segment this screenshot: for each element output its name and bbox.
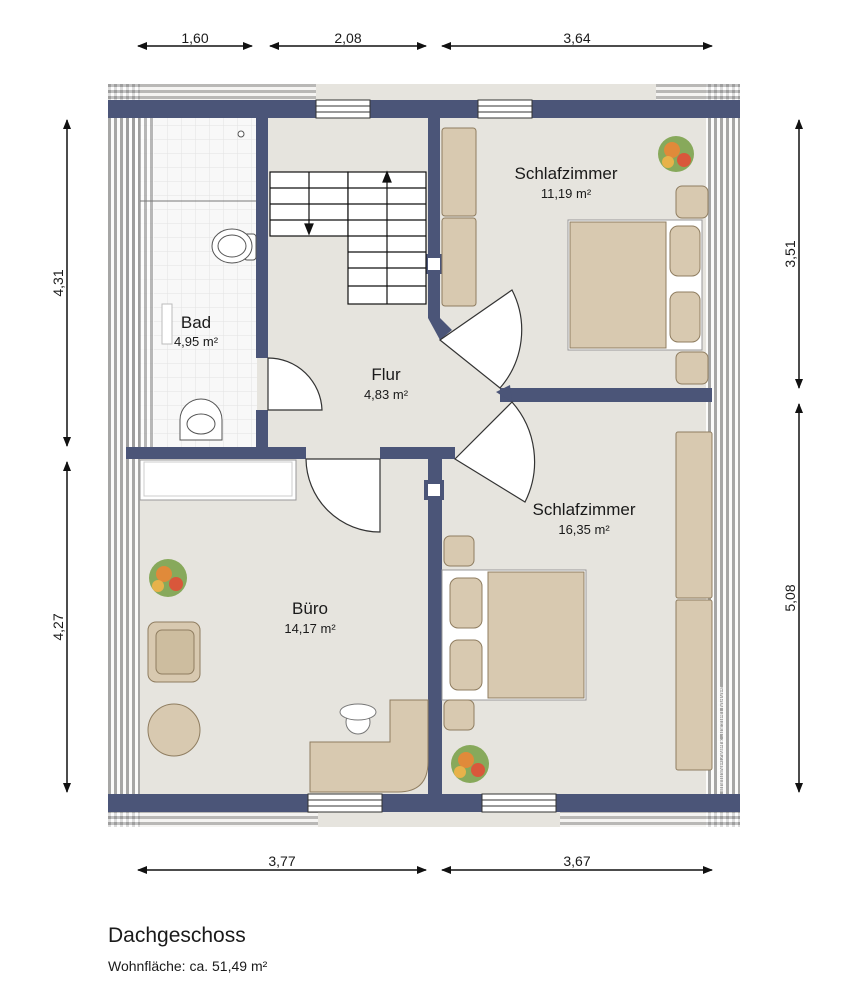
dimension-left-2: 4,27: [50, 613, 66, 640]
dimension-top-1: 1,60: [181, 30, 208, 46]
room-name: Schlafzimmer: [515, 164, 618, 183]
plant-icon: [451, 745, 489, 783]
room-area: 11,19 m²: [541, 186, 592, 201]
dimension-bottom-1: 3,77: [268, 853, 295, 869]
room-label-bad: Bad 4,95 m²: [174, 313, 219, 349]
bath-floor: [140, 118, 257, 447]
room-label-schlafzimmer-1: Schlafzimmer 11,19 m²: [515, 164, 618, 201]
room-name: Schlafzimmer: [533, 500, 636, 519]
dimension-lines: [63, 42, 803, 874]
room-area: 14,17 m²: [284, 621, 336, 636]
watermark: ImmoNetzwerk Jochen Mayer: [717, 686, 726, 792]
room-name: Bad: [181, 313, 211, 332]
living-area-text: Wohnfläche: ca. 51,49 m²: [108, 958, 268, 974]
schlafzimmer-1-furniture: [441, 127, 709, 385]
dimension-right-2: 5,08: [782, 584, 798, 611]
buero-furniture: [139, 459, 429, 793]
room-area: 16,35 m²: [558, 522, 610, 537]
plant-icon: [149, 559, 187, 597]
plant-icon: [658, 136, 694, 172]
windows: [307, 99, 557, 813]
room-label-schlafzimmer-2: Schlafzimmer 16,35 m²: [533, 500, 636, 537]
dimension-left-1: 4,31: [50, 269, 66, 296]
room-area: 4,95 m²: [174, 334, 219, 349]
bathroom-fixtures: [140, 130, 257, 441]
room-name: Büro: [292, 599, 328, 618]
dimension-labels: 1,60 2,08 3,64 3,77 3,67 4,31 4,27 3,51 …: [50, 30, 798, 869]
bath-slope: [126, 118, 154, 447]
pillar: [424, 254, 444, 274]
doors: [267, 289, 536, 533]
roof-slope-top-right: [656, 84, 740, 100]
room-name: Flur: [371, 365, 401, 384]
dimension-bottom-2: 3,67: [563, 853, 590, 869]
dimension-top-2: 2,08: [334, 30, 361, 46]
roof-slope-bottom-right: [560, 812, 740, 827]
schlafzimmer-2-furniture: [441, 431, 713, 771]
dimension-right-1: 3,51: [782, 240, 798, 267]
dimension-top-3: 3,64: [563, 30, 590, 46]
staircase: [269, 170, 427, 305]
room-area: 4,83 m²: [364, 387, 409, 402]
walls: [108, 100, 740, 812]
room-label-buero: Büro 14,17 m²: [284, 599, 336, 636]
room-label-flur: Flur 4,83 m²: [364, 365, 409, 402]
roof-slope-top-left: [108, 84, 316, 100]
roof-slope-bottom-left: [108, 812, 318, 827]
floor-title: Dachgeschoss: [108, 924, 246, 947]
pillar: [424, 480, 444, 500]
